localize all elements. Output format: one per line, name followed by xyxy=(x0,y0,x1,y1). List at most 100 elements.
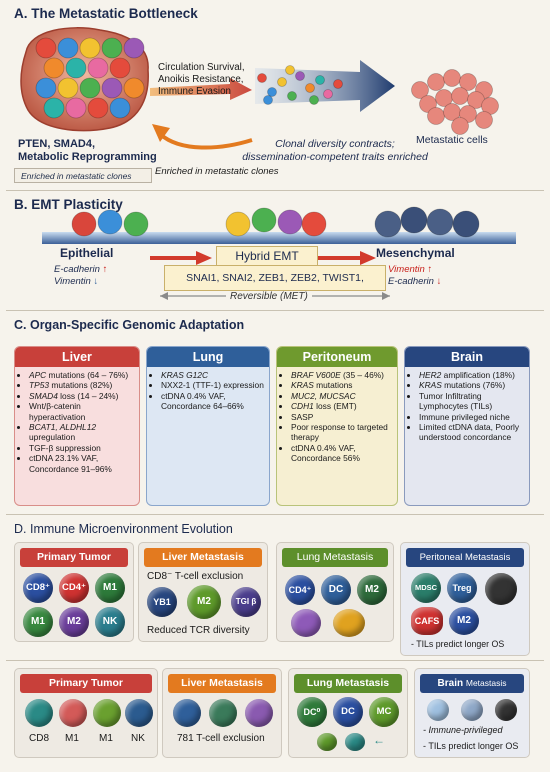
tgfb-cell: TGI β xyxy=(231,587,261,617)
brain-title: Brain xyxy=(437,678,464,689)
immune-cell-icon xyxy=(173,699,201,727)
hybrid-cell xyxy=(251,207,277,233)
tumor-cell xyxy=(35,77,57,99)
survival-line: Anoikis Resistance, xyxy=(158,74,244,85)
list-item: Wnt/β-catenin hyperactivation xyxy=(29,401,134,422)
divider xyxy=(6,514,544,515)
dc-cell: DC⁰ xyxy=(297,697,327,727)
organ-title: Brain xyxy=(405,347,529,367)
mesenchymal-label: Mesenchymal xyxy=(376,246,455,260)
list-item: BCAT1, ALDHL12 upregulation xyxy=(29,422,134,443)
tumor-cell xyxy=(109,97,131,119)
tumor-cell xyxy=(57,37,79,59)
mc-cell: MC xyxy=(369,697,399,727)
organ-title: Liver xyxy=(15,347,139,367)
list-item: NXX2-1 (TTF-1) expression xyxy=(161,380,264,390)
m2-cell: M2 xyxy=(187,585,221,619)
epithelial-cell xyxy=(71,211,97,237)
list-item: ctDNA 23.1% VAF, Concordance 91–96% xyxy=(29,453,134,474)
tumor-cell xyxy=(87,97,109,119)
up-arrow-icon: ↑ xyxy=(102,264,108,275)
survival-line: Circulation Survival, xyxy=(158,62,245,73)
list-item: Poor response to targeted therapy xyxy=(291,422,392,443)
metastatic-cell xyxy=(427,73,445,91)
neuron-icon xyxy=(427,699,449,721)
divider xyxy=(6,310,544,311)
panel-brain-metastasis: Brain Metastasis - Immune-privileged - T… xyxy=(414,668,530,758)
section-a-title: A. The Metastatic Bottleneck xyxy=(14,6,198,21)
circulating-cell xyxy=(295,71,305,81)
clonal-line: Clonal diversity contracts; xyxy=(275,138,395,150)
circulating-cell xyxy=(287,91,297,101)
transcription-factors-box: SNAI1, SNAI2, ZEB1, ZEB2, TWIST1, xyxy=(164,265,386,291)
metastatic-cell xyxy=(451,117,469,135)
list-item: APC mutations (64 – 76%) xyxy=(29,370,134,380)
primary-tumor-label: PTEN, SMAD4, Metabolic Reprogramming xyxy=(18,138,157,164)
metastatic-cell xyxy=(475,111,493,129)
mesenchymal-markers: Vimentin ↑ E-cadherin ↓ xyxy=(388,264,441,288)
up-arrow-icon: ↑ xyxy=(427,264,433,275)
panel-title: Lung Metastasis xyxy=(282,548,388,567)
brain-title-suffix: Metastasis xyxy=(465,678,507,688)
divider xyxy=(6,190,544,191)
organ-title: Peritoneum xyxy=(277,347,397,367)
tils-note: - TILs predict longer OS xyxy=(411,639,505,649)
arrow-left-icon: ← xyxy=(373,733,385,747)
cell-label: NK xyxy=(131,733,145,744)
list-item: SASP xyxy=(291,412,392,422)
mesenchymal-cell xyxy=(452,210,480,238)
cd8-cell xyxy=(25,699,53,727)
list-item: KRAS G12C xyxy=(161,370,264,380)
list-item: KRAS mutations xyxy=(291,380,392,390)
metastatic-cell xyxy=(419,95,437,113)
circulating-cell xyxy=(309,95,319,105)
list-item: MUC2, MUCSAC xyxy=(291,391,392,401)
dc-cell: DC xyxy=(333,697,363,727)
circulating-cell xyxy=(257,73,267,83)
hybrid-cell xyxy=(225,211,251,237)
hybrid-emt-box: Hybrid EMT xyxy=(216,246,318,267)
cell-icon xyxy=(317,733,337,751)
metastatic-cell xyxy=(411,81,429,99)
panel-title: Peritoneal Metastasis xyxy=(406,548,524,567)
nk-cell xyxy=(125,699,153,727)
epithelial-markers: E-cadherin ↑ Vimentin ↓ xyxy=(54,264,107,288)
macrophage-icon xyxy=(333,609,365,637)
macrophage-icon xyxy=(291,609,321,637)
survival-traits: Circulation Survival, Anoikis Resistance… xyxy=(158,62,245,98)
primary-label-line: Metabolic Reprogramming xyxy=(18,151,157,163)
primary-tumor-mass xyxy=(20,27,149,132)
mesenchymal-cell xyxy=(400,206,428,234)
list-item: Immune privileged niche xyxy=(419,412,524,422)
tumor-cell xyxy=(43,57,65,79)
organ-list: BRAF V600E (35 – 46%) KRAS mutations MUC… xyxy=(277,370,397,464)
list-item: SMAD4 loss (14 – 24%) xyxy=(29,391,134,401)
organ-card-lung: Lung KRAS G12C NXX2-1 (TTF-1) expression… xyxy=(146,346,270,506)
m2-cell: M2 xyxy=(449,607,479,635)
marker-vimentin: Vimentin xyxy=(388,264,425,275)
cd4-cell: CD4⁺ xyxy=(285,575,315,605)
tumor-cell xyxy=(79,37,101,59)
m1-cell: M1 xyxy=(95,573,125,603)
m1-cell xyxy=(59,699,87,727)
panel-primary-tumor: Primary Tumor CD8⁺ CD4⁺ M1 M1 M2 NK xyxy=(14,542,134,642)
cd8-cell: CD8⁺ xyxy=(23,573,53,603)
epithelial-cell xyxy=(123,211,149,237)
organ-card-liver: Liver APC mutations (64 – 76%) TP53 muta… xyxy=(14,346,140,506)
circulating-cell xyxy=(267,87,277,97)
hybrid-cell xyxy=(301,211,327,237)
circulating-cell xyxy=(305,83,315,93)
tumor-cell xyxy=(87,57,109,79)
bottleneck-arrow xyxy=(255,60,395,112)
section-c-title: C. Organ-Specific Genomic Adaptation xyxy=(14,318,245,332)
tumor-cell xyxy=(43,97,65,119)
panel-primary-tumor-2: Primary Tumor CD8 M1 M1 NK xyxy=(14,668,158,758)
clonal-line: dissemination-competent traits enriched xyxy=(242,150,428,163)
down-arrow-icon: ↓ xyxy=(436,276,442,287)
metastatic-cells-label: Metastatic cells xyxy=(416,134,488,146)
hybrid-cell xyxy=(277,209,303,235)
cell-icon xyxy=(345,733,365,751)
list-item: Limited ctDNA data, Poorly understood co… xyxy=(419,422,524,443)
metastatic-cell xyxy=(451,87,469,105)
panel-title: Liver Metastasis xyxy=(168,674,276,693)
